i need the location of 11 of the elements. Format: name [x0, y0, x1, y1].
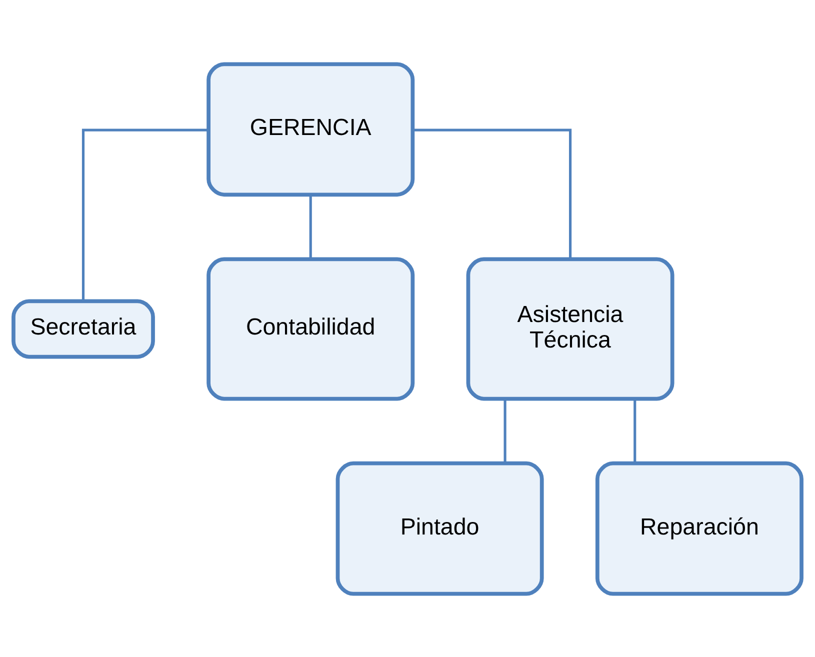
connector	[412, 128, 572, 258]
node-box: Asistencia Técnica	[466, 256, 674, 400]
connector	[504, 398, 506, 463]
node-box: Secretaria	[12, 298, 155, 358]
connector	[82, 128, 208, 300]
node-box: Contabilidad	[206, 256, 415, 400]
node-box: Pintado	[336, 460, 544, 596]
node-box: GERENCIA	[206, 62, 415, 196]
node-box: Reparación	[595, 460, 804, 596]
connector	[309, 194, 312, 259]
connector	[634, 398, 636, 463]
